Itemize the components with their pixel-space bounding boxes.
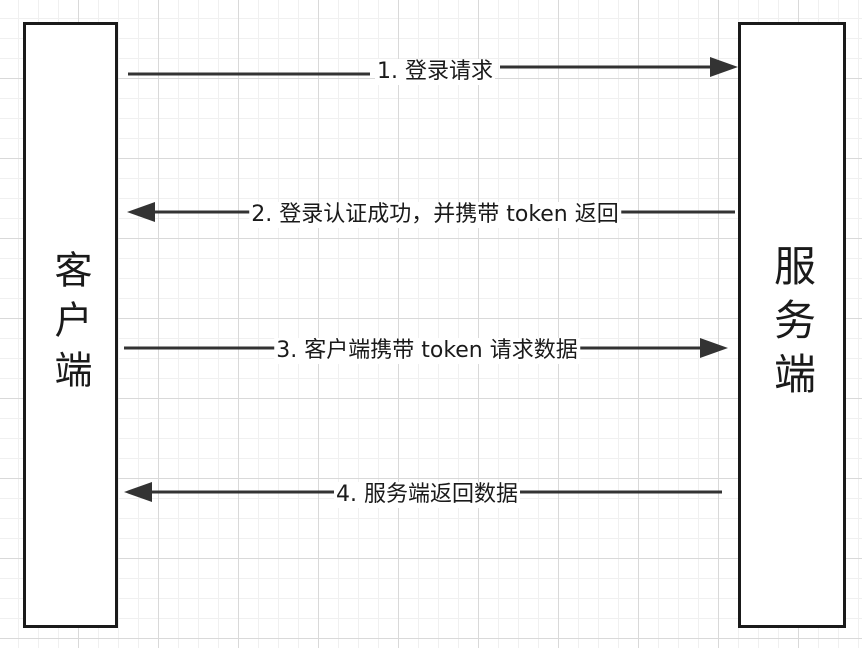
message-1-arrow <box>128 57 738 77</box>
server-lifeline-box: 服务端 <box>738 22 846 628</box>
client-label: 客户端 <box>48 250 92 400</box>
client-lifeline-box: 客户端 <box>23 22 118 628</box>
message-1-label: 1. 登录请求 <box>375 59 495 85</box>
server-label: 服务端 <box>767 244 817 406</box>
message-4-arrowhead <box>124 482 152 502</box>
message-2-arrowhead <box>127 202 155 222</box>
message-1-arrowhead <box>710 57 738 77</box>
message-3-label: 3. 客户端携带 token 请求数据 <box>274 338 580 364</box>
message-2-label: 2. 登录认证成功，并携带 token 返回 <box>249 202 621 228</box>
message-4-label: 4. 服务端返回数据 <box>334 482 520 508</box>
message-3-arrowhead <box>700 338 728 358</box>
